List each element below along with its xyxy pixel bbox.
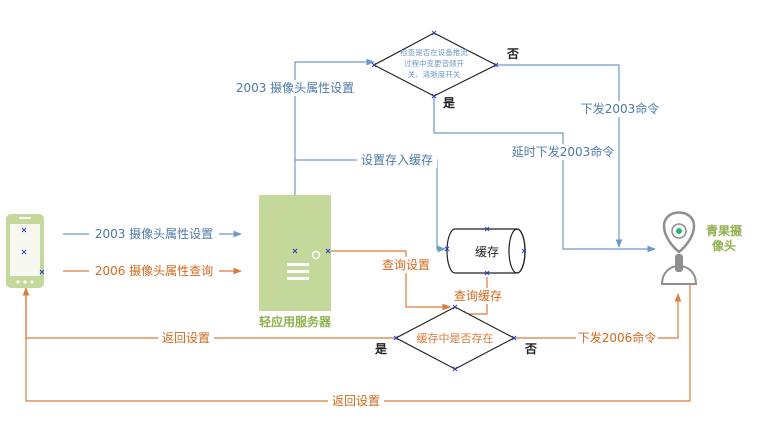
camera-icon — [660, 211, 698, 285]
label-send-2006: 下发2006命令 — [578, 330, 657, 345]
edge-labels: 2003 摄像头属性设置 2006 摄像头属性查询 2003 摄像头属性设置 设… — [89, 47, 661, 409]
server-label: 轻应用服务器 — [259, 314, 332, 329]
camera-label-line1: 青果摄 — [706, 223, 743, 238]
label-phone-server-query: 2006 摄像头属性查询 — [95, 263, 213, 278]
label-return-settings-2: 返回设置 — [332, 394, 380, 408]
label-server-cache-query: 查询设置 — [382, 258, 430, 272]
decision-bottom-label: 缓存中是否存在 — [417, 331, 494, 345]
decision-bottom-node[interactable]: 缓存中是否存在 — [394, 306, 516, 370]
cache-label: 缓存 — [475, 245, 499, 259]
edge-server-decision-top — [294, 58, 375, 195]
label-phone-server-set: 2003 摄像头属性设置 — [95, 226, 213, 241]
label-decision-top-yes: 是 — [442, 96, 456, 110]
edge-decision-top-yes — [433, 96, 656, 253]
edge-decision-bottom-no — [514, 293, 682, 339]
edge-server-query — [328, 250, 451, 311]
decision-top-line2: 过程中变更音频开 — [404, 58, 464, 68]
edge-decision-top-no — [496, 64, 623, 248]
label-return-settings-1: 返回设置 — [162, 331, 210, 345]
server-icon — [259, 195, 331, 311]
label-cache-query: 查询缓存 — [454, 289, 502, 303]
decision-top-node[interactable]: 检查是否在设备推流 过程中变更音频开 关、清晰度开关 — [372, 32, 498, 97]
label-server-decision-top: 2003 摄像头属性设置 — [236, 80, 354, 95]
cache-node[interactable]: 缓存 — [446, 228, 526, 274]
label-decision-bottom-yes: 是 — [374, 342, 388, 356]
decision-top-line3: 关、清晰度开关 — [408, 69, 461, 79]
connection-markers — [21, 30, 527, 372]
label-server-cache-store: 设置存入缓存 — [361, 153, 433, 167]
label-delay-send-2003: 延时下发2003命令 — [512, 144, 615, 159]
decision-top-line1: 检查是否在设备推流 — [400, 47, 468, 57]
camera-label-line2: 像头 — [712, 238, 736, 253]
label-decision-top-no: 否 — [506, 47, 519, 61]
label-decision-bottom-no: 否 — [524, 342, 537, 356]
server-node[interactable]: 轻应用服务器 — [259, 195, 332, 329]
label-send-2003: 下发2003命令 — [581, 101, 660, 116]
camera-node[interactable]: 青果摄 像头 — [660, 211, 743, 285]
